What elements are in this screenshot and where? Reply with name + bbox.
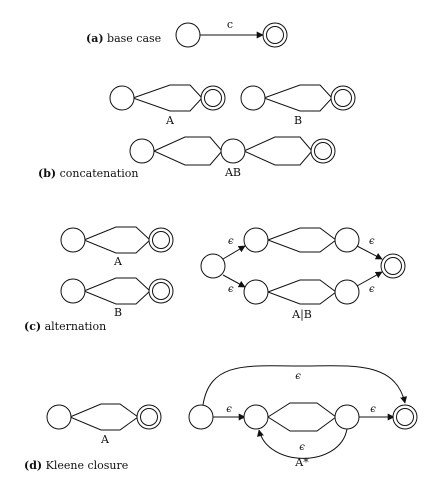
kleene-label-star: A* (294, 456, 309, 469)
alt-epsilon-edge-top-in (222, 245, 246, 260)
alt-union-top-body (266, 227, 337, 253)
label-ab: AB (224, 166, 241, 179)
alt-machine-b-body (82, 277, 151, 305)
alt-epsilon-edge-bottom-out (356, 271, 383, 287)
alt-union-top-start (243, 227, 269, 253)
kleene-machine-a-body (68, 403, 139, 431)
label-b: B (294, 114, 302, 127)
caption-alternation: (c) alternation (24, 320, 106, 333)
alt-machine-b-start (60, 278, 86, 304)
kleene-epsilon-label-skip: ϵ (295, 371, 301, 382)
alt-union-bottom-end (334, 279, 360, 305)
machine-b-body (262, 84, 333, 112)
machine-ab-start (129, 138, 155, 164)
machine-a-body (131, 84, 203, 112)
alt-union-start (200, 253, 226, 279)
alt-epsilon-label-bottom-in: ϵ (228, 284, 234, 295)
machine-ab-accept-ring (314, 142, 332, 160)
kleene-epsilon-label-in: ϵ (226, 404, 232, 415)
label-a: A (165, 114, 175, 127)
alt-label-a: A (113, 255, 123, 268)
kleene-inner-end (334, 404, 360, 430)
edge-label-c: c (227, 18, 233, 31)
alt-epsilon-label-bottom-out: ϵ (369, 284, 375, 295)
alt-epsilon-label-top-out: ϵ (369, 236, 375, 247)
kleene-machine-a-accept-ring (140, 408, 158, 426)
accept-state-ring (266, 26, 284, 44)
machine-ab-middle (220, 138, 246, 164)
caption-kleene-closure: (d) Kleene closure (24, 459, 128, 472)
alt-machine-a-accept-ring (152, 231, 170, 249)
kleene-skip-epsilon-edge (202, 365, 407, 406)
alt-union-accept-ring (384, 257, 402, 275)
machine-ab-second-body (242, 136, 313, 166)
machine-b-accept-ring (334, 89, 352, 107)
panel-alternation: A B ϵ ϵ ϵ ϵ A|B (c) alternation (24, 226, 406, 333)
panel-concatenation: A B AB (b) concatenation (38, 84, 356, 180)
caption-base-case: (a) base case (86, 32, 161, 45)
start-state (175, 22, 201, 48)
kleene-epsilon-label-out: ϵ (370, 404, 376, 415)
kleene-inner-start (243, 404, 269, 430)
kleene-epsilon-label-loop: ϵ (299, 442, 305, 453)
machine-a-start (109, 85, 135, 111)
kleene-label-a: A (100, 433, 110, 446)
alt-label-union: A|B (291, 308, 312, 322)
kleene-loop-epsilon-edge (257, 428, 348, 459)
machine-b-start (240, 85, 266, 111)
alt-machine-a-body (82, 226, 151, 254)
alt-machine-a-start (60, 227, 86, 253)
kleene-star-start (188, 404, 214, 430)
kleene-machine-a-start (46, 404, 72, 430)
alt-union-bottom-start (243, 279, 269, 305)
panel-kleene-closure: A ϵ ϵ ϵ ϵ A* (d) Kleene closure (24, 365, 418, 472)
machine-a-accept-ring (204, 89, 222, 107)
alt-epsilon-edge-bottom-in (222, 274, 246, 288)
alt-epsilon-edge-top-out (356, 245, 383, 260)
caption-concatenation: (b) concatenation (38, 167, 138, 180)
panel-base-case: (a) base case c (86, 18, 288, 48)
kleene-star-accept-ring (396, 408, 414, 426)
alt-union-bottom-body (266, 279, 337, 305)
alt-epsilon-label-top-in: ϵ (228, 236, 234, 247)
alt-union-top-end (334, 227, 360, 253)
kleene-star-body (267, 402, 337, 432)
machine-ab-first-body (152, 136, 223, 166)
alt-machine-b-accept-ring (152, 282, 170, 300)
alt-label-b: B (114, 306, 122, 319)
